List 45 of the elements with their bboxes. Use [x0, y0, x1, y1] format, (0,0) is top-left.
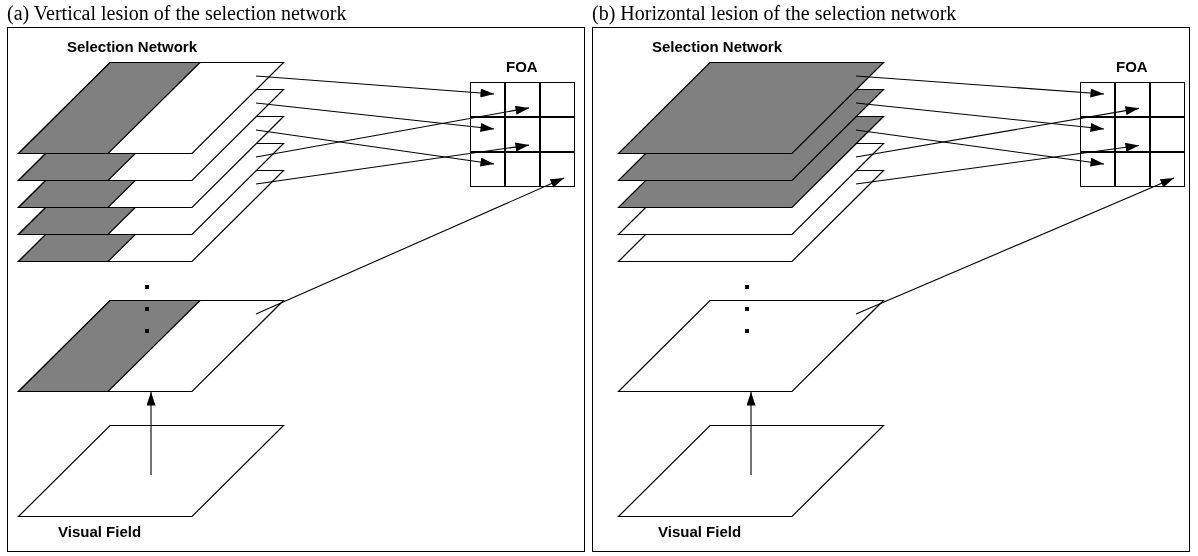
grid-cell — [1115, 82, 1150, 117]
arrow — [855, 75, 1105, 98]
layer-plane — [618, 170, 884, 262]
grid-cell — [505, 152, 540, 187]
stack-label: Selection Network — [67, 38, 198, 56]
grid-cell — [1080, 117, 1115, 152]
arrow — [855, 177, 1175, 315]
grid-cell — [1080, 82, 1115, 117]
layer-plane — [18, 170, 284, 262]
grid-cell — [470, 152, 505, 187]
plane-label: Visual Field — [658, 523, 742, 541]
arrow — [255, 75, 495, 98]
grid-cell — [505, 117, 540, 152]
arrow — [255, 102, 495, 132]
panel-title: (a) Vertical lesion of the selection network — [7, 1, 347, 25]
grid-cell — [540, 117, 575, 152]
grid-heading: FOA — [506, 58, 538, 76]
grid-cell — [1115, 152, 1150, 187]
arrow — [746, 391, 756, 476]
grid-cell — [1115, 117, 1150, 152]
layer-plane — [618, 62, 884, 154]
panel-title: (b) Horizontal lesion of the selection network — [592, 1, 957, 25]
plane-label: Visual Field — [58, 523, 142, 541]
grid-heading: FOA — [1116, 58, 1148, 76]
arrow — [255, 142, 530, 185]
arrow — [255, 177, 565, 315]
arrow — [855, 129, 1105, 167]
arrow — [855, 102, 1105, 133]
layer-plane — [618, 300, 884, 392]
arrow — [255, 129, 495, 167]
grid-cell — [1150, 82, 1185, 117]
arrow — [255, 105, 530, 158]
grid-cell — [540, 152, 575, 187]
grid-cell — [1150, 117, 1185, 152]
arrow — [855, 142, 1140, 185]
grid-cell — [540, 82, 575, 117]
stack-label: Selection Network — [652, 38, 783, 56]
grid-cell — [505, 82, 540, 117]
arrow — [855, 106, 1140, 158]
grid-cell — [470, 82, 505, 117]
grid-cell — [1080, 152, 1115, 187]
arrow — [146, 391, 156, 476]
grid-cell — [1150, 152, 1185, 187]
layer-plane — [18, 300, 284, 392]
grid-cell — [470, 117, 505, 152]
